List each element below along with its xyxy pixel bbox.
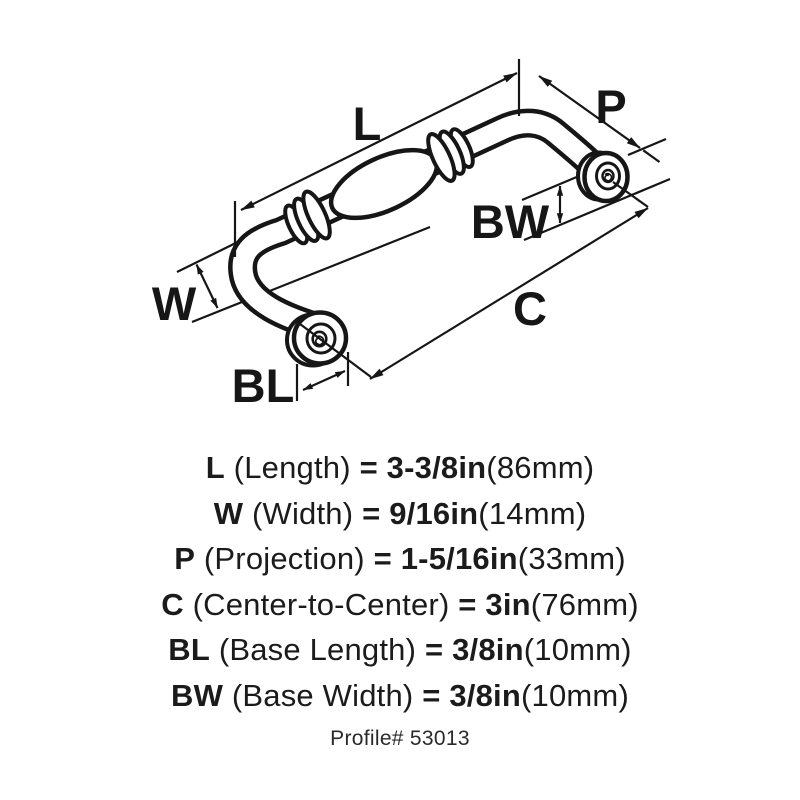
dim-label-L: L — [353, 97, 382, 150]
diagram-area: L P BW W C BL — [152, 59, 671, 412]
base-left — [285, 310, 349, 368]
spec-metric: (86mm) — [486, 450, 595, 485]
dim-label-BW: BW — [471, 195, 550, 248]
spec-term-name: (Base Width) — [223, 677, 423, 713]
spec-row: L (Length) = 3-3/8in(86mm) — [0, 445, 800, 491]
spec-metric: (33mm) — [517, 541, 626, 576]
dim-label-W: W — [152, 277, 197, 330]
center-extension-line-left — [299, 323, 372, 378]
spec-list: L (Length) = 3-3/8in(86mm) W (Width) = 9… — [0, 445, 800, 718]
dimension-line-C — [369, 207, 649, 380]
spec-metric: (76mm) — [530, 586, 639, 622]
spec-term-name: (Projection) — [195, 541, 374, 576]
product-dimension-diagram: L P BW W C BL — [152, 59, 671, 412]
spec-value: = 3/8in — [422, 677, 521, 713]
spec-term-name: (Length) — [224, 450, 360, 485]
profile-number: Profile# 53013 — [330, 727, 470, 750]
dimension-line-P-overshoot — [642, 149, 661, 163]
width-arrow — [195, 264, 219, 309]
spec-term: L — [205, 450, 225, 485]
spec-term-name: (Center-to-Center) — [183, 586, 459, 622]
spec-term: BW — [171, 677, 224, 713]
spec-term-name: (Width) — [243, 495, 363, 531]
screw-thread-right — [604, 172, 613, 182]
spec-value: = 3/8in — [424, 632, 524, 667]
center-extension-line-right — [612, 181, 649, 208]
dim-label-BL: BL — [232, 359, 295, 412]
dimension-line-P — [538, 75, 641, 149]
spec-row: W (Width) = 9/16in(14mm) — [0, 491, 800, 537]
spec-term: W — [213, 495, 244, 531]
spec-value: = 3in — [458, 586, 531, 622]
dimension-annotations — [195, 59, 661, 401]
dim-label-C: C — [513, 282, 547, 335]
dim-label-P: P — [595, 80, 626, 133]
spec-metric: (10mm) — [521, 677, 629, 713]
base-right — [576, 150, 630, 204]
base-width-extension-line-top-right — [627, 137, 667, 157]
base-width-extension-line-top — [521, 172, 586, 202]
spec-term: C — [161, 586, 184, 622]
spec-metric: (10mm) — [523, 632, 632, 667]
base-length-arrow — [302, 369, 346, 392]
spec-metric: (14mm) — [478, 495, 587, 531]
dimension-line-L — [240, 72, 518, 211]
spec-term-name: (Base Length) — [210, 632, 425, 667]
handle-drawing — [228, 108, 630, 368]
spec-row: BL (Base Length) = 3/8in(10mm) — [0, 627, 800, 673]
spec-value: = 3-3/8in — [359, 450, 487, 485]
spec-row: P (Projection) = 1-5/16in(33mm) — [0, 536, 800, 582]
spec-term: P — [174, 541, 196, 576]
spec-row: BW (Base Width) = 3/8in(10mm) — [0, 673, 800, 719]
spec-row: C (Center-to-Center) = 3in(76mm) — [0, 582, 800, 628]
spec-term: BL — [168, 632, 210, 667]
spec-value: = 1-5/16in — [373, 541, 518, 576]
screw-thread-left — [314, 335, 325, 346]
spec-value: = 9/16in — [362, 495, 479, 531]
